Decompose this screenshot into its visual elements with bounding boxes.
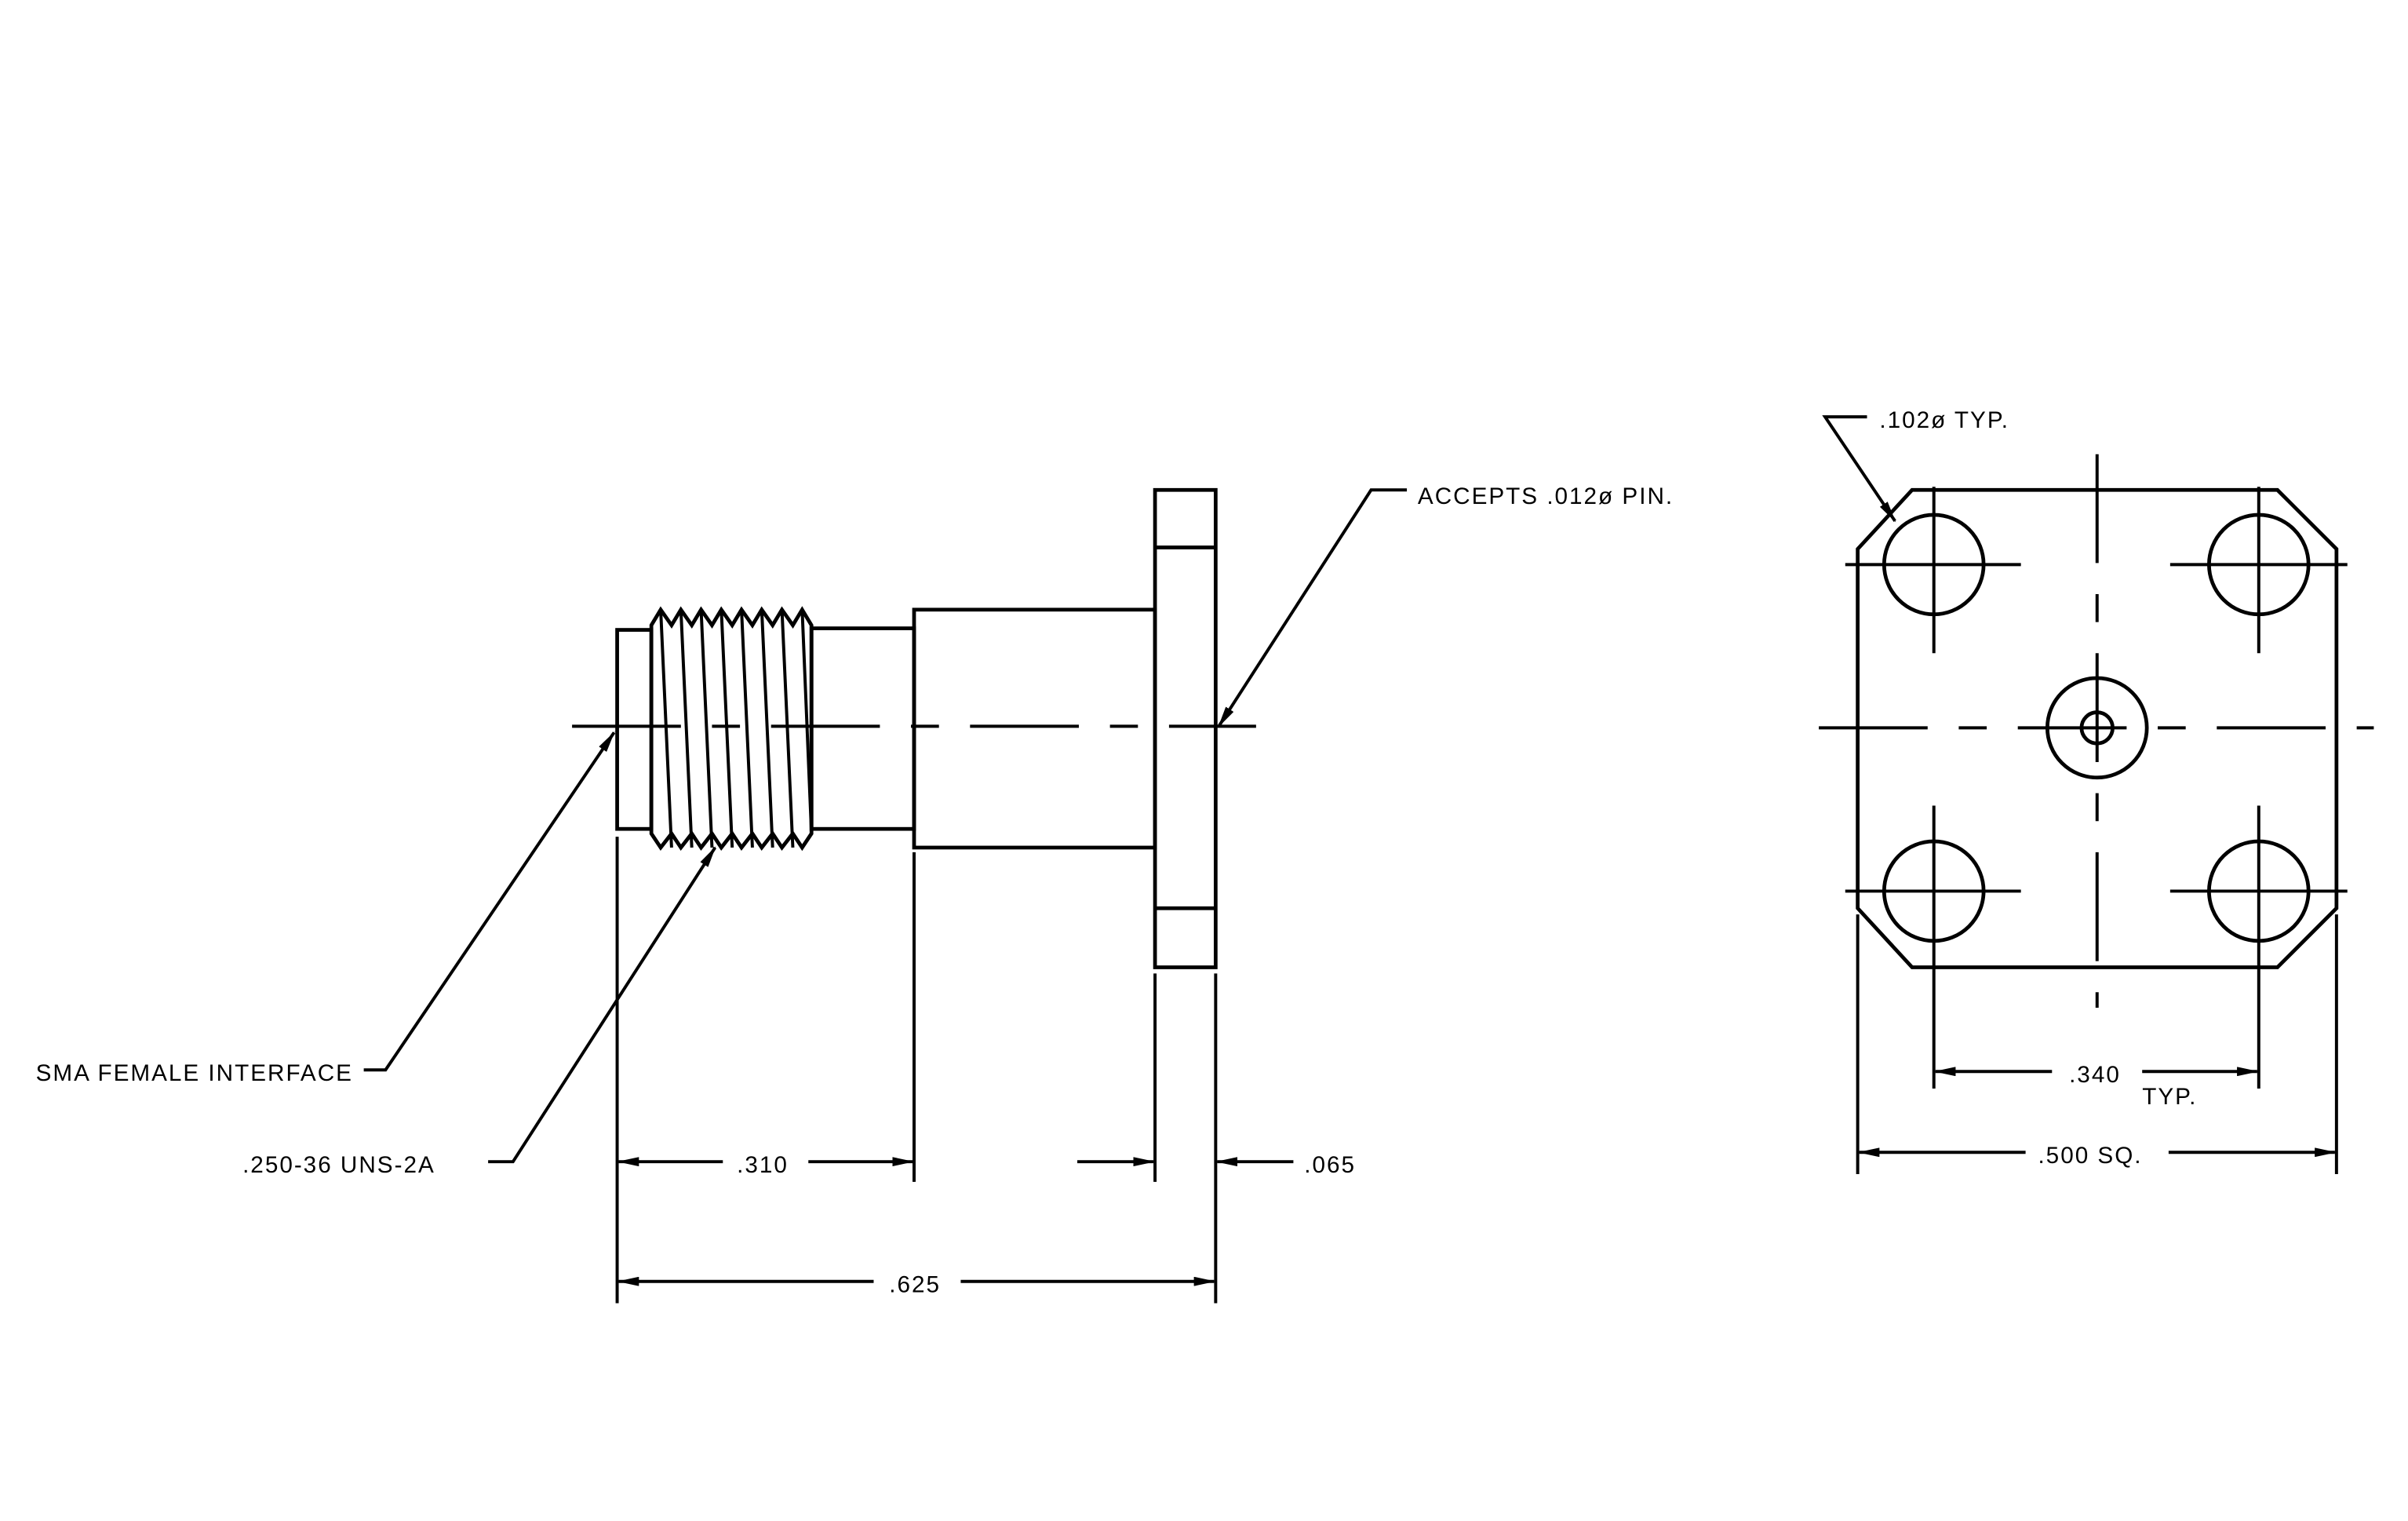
- thread-section: [649, 606, 814, 852]
- leader-sma-interface: [363, 731, 616, 1072]
- flange: [1153, 487, 1218, 969]
- dim-500-value: .500 SQ.: [2038, 1143, 2142, 1169]
- label-pin: ACCEPTS .012ø PIN.: [1418, 483, 1674, 509]
- label-sma-interface: SMA FEMALE INTERFACE: [36, 1060, 353, 1086]
- end-view: .102ø TYP. .340 TYP. .500 SQ.: [1819, 407, 2374, 1175]
- dim-065-value: .065: [1304, 1152, 1356, 1178]
- leader-thread: [488, 846, 717, 1164]
- leader-hole: [1822, 415, 1896, 523]
- dim-310-value: .310: [737, 1152, 789, 1178]
- interface-nose: [615, 628, 654, 831]
- label-hole: .102ø TYP.: [1879, 407, 2009, 433]
- mounting-hole-top-right: [2169, 487, 2348, 654]
- center-pin-socket: [2079, 710, 2115, 746]
- label-thread: .250-36 UNS-2A: [242, 1152, 435, 1178]
- center-insulator: [2045, 676, 2149, 780]
- dim-340-note: TYP.: [2142, 1084, 2197, 1110]
- leader-pin: [1217, 488, 1408, 728]
- dim-625-value: .625: [889, 1272, 941, 1298]
- square-flange: [1856, 487, 2339, 969]
- body-barrel: [912, 607, 1157, 850]
- mounting-hole-bottom-left: [1845, 805, 2021, 1089]
- side-view: SMA FEMALE INTERFACE .250-36 UNS-2A ACCE…: [36, 483, 1674, 1304]
- mounting-hole-bottom-right: [2169, 805, 2348, 1089]
- mounting-hole-top-left: [1845, 487, 2021, 654]
- dim-340-value: .340: [2069, 1062, 2121, 1088]
- body-neck: [809, 626, 916, 831]
